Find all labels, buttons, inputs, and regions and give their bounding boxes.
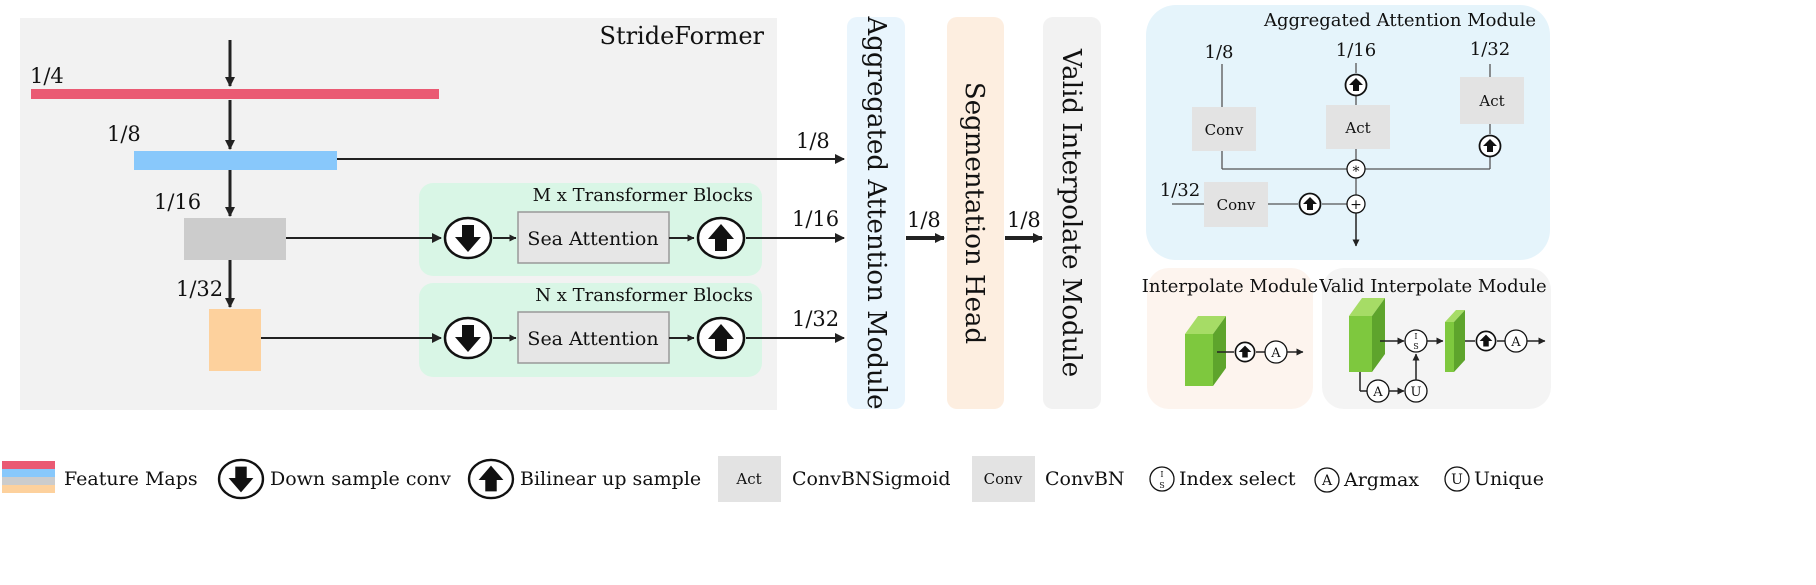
legend-act-box-label: Act [735, 470, 761, 488]
aam-up-icon-1-32 [1478, 134, 1502, 158]
aam-add-symbol: + [1350, 197, 1362, 213]
aggregated-attention-label: Aggregated Attention Module [861, 16, 891, 410]
n-transformer-title: N x Transformer Blocks [535, 285, 753, 306]
sea-attention-label-m: Sea Attention [527, 228, 658, 250]
legend-unique-label: Unique [1474, 468, 1544, 490]
valid-small-feature-block [1445, 310, 1465, 372]
legend-index-icon [1149, 466, 1175, 492]
pipeline-label-1-8-b: 1/8 [1007, 208, 1041, 232]
aam-add-node [1346, 194, 1366, 214]
aam-up-icon-left [1298, 192, 1322, 216]
aam-multiply-node [1346, 159, 1366, 179]
interpolate-feature-block [1185, 316, 1226, 386]
legend-bilinear-icon [467, 458, 515, 500]
legend-bilinear-label: Bilinear up sample [520, 468, 701, 490]
aggregated-attention-block [847, 17, 905, 409]
aam-up-icon-1-16 [1344, 73, 1368, 97]
aam-detail-title: Aggregated Attention Module [1263, 10, 1536, 31]
valid-index-top: I [1414, 332, 1417, 341]
aam-in-1-8: 1/8 [1205, 42, 1234, 63]
legend-down-sample-icon [217, 458, 265, 500]
legend-argmax-label: Argmax [1343, 469, 1419, 491]
sea-attention-label-n: Sea Attention [527, 328, 658, 350]
out-label-1-8: 1/8 [796, 129, 830, 153]
legend-index-top: I [1160, 470, 1163, 479]
legend-unique-icon [1444, 466, 1470, 492]
valid-feature-block [1349, 298, 1385, 372]
out-label-1-32: 1/32 [792, 307, 839, 331]
aam-conv-box-1-32 [1204, 182, 1268, 227]
interpolate-panel: Interpolate Module A [1142, 268, 1318, 409]
down-sample-icon [443, 316, 493, 360]
legend-index-bottom: S [1159, 481, 1164, 490]
strideformer-panel: StrideFormer 1/4 1/8 1/16 1/32 1/8 M x T… [20, 18, 845, 410]
aam-act-label-1-32: Act [1478, 92, 1504, 110]
pipeline: Aggregated Attention Module 1/8 Segmenta… [847, 16, 1101, 410]
legend-conv-box-label: Conv [984, 470, 1023, 488]
aam-act-box-1-32 [1460, 77, 1524, 124]
strideformer-title: StrideFormer [600, 22, 765, 50]
aam-conv-box-1-8 [1192, 107, 1256, 151]
bilinear-up-icon [696, 216, 746, 260]
aam-act-box-1-16 [1326, 105, 1390, 149]
sea-attention-box-n [517, 311, 670, 364]
aam-in-1-32-left: 1/32 [1160, 180, 1200, 201]
aam-in-1-16: 1/16 [1336, 40, 1376, 61]
aam-conv-label-1-32: Conv [1217, 196, 1256, 214]
legend-act-label: ConvBNSigmoid [792, 468, 951, 490]
scale-label-1-16: 1/16 [154, 190, 201, 214]
scale-label-1-8: 1/8 [107, 122, 141, 146]
interp-argmax-letter: A [1270, 346, 1281, 361]
valid-interpolate-label: Valid Interpolate Module [1056, 48, 1086, 377]
interpolate-title: Interpolate Module [1142, 276, 1318, 297]
interp-up-icon [1234, 341, 1256, 363]
valid-interpolate-title: Valid Interpolate Module [1318, 276, 1546, 297]
aam-detail-panel: Aggregated Attention Module 1/8 1/16 1/3… [1146, 5, 1550, 260]
valid-argmax-letter-right: A [1510, 335, 1521, 350]
feature-map-1-32 [209, 309, 261, 371]
m-transformer-title: M x Transformer Blocks [533, 185, 753, 206]
legend-argmax-letter: A [1321, 473, 1333, 489]
legend-conv-box [972, 456, 1035, 502]
valid-up-icon [1475, 330, 1497, 352]
feature-map-1-4 [31, 89, 439, 99]
segmentation-head-label: Segmentation Head [959, 82, 989, 344]
legend: Feature Maps Down sample conv Bilinear u… [2, 456, 1544, 502]
segmentation-head-block [947, 17, 1004, 409]
legend-unique-letter: U [1451, 472, 1463, 488]
valid-argmax-letter-bottom: A [1372, 385, 1383, 400]
valid-index-bottom: S [1413, 342, 1418, 351]
legend-feature-maps-label: Feature Maps [64, 468, 198, 490]
sea-attention-box-m [517, 211, 670, 264]
valid-interpolate-panel: Valid Interpolate Module I S A A U [1318, 268, 1551, 409]
legend-index-label: Index select [1179, 468, 1296, 490]
valid-interpolate-block [1043, 17, 1101, 409]
feature-map-1-8 [134, 151, 337, 170]
pipeline-label-1-8-a: 1/8 [907, 208, 941, 232]
feature-map-1-16 [184, 218, 286, 260]
down-sample-icon [443, 216, 493, 260]
aam-conv-label-1-8: Conv [1205, 121, 1244, 139]
legend-act-box [718, 456, 781, 502]
legend-conv-label: ConvBN [1045, 468, 1125, 490]
valid-unique-letter: U [1411, 385, 1422, 400]
legend-feature-maps-swatch [2, 461, 55, 493]
out-label-1-16: 1/16 [792, 207, 839, 231]
aam-multiply-symbol: * [1353, 164, 1360, 180]
aam-act-label-1-16: Act [1344, 119, 1370, 137]
legend-argmax-icon [1314, 467, 1340, 493]
bilinear-up-icon [696, 316, 746, 360]
aam-in-1-32-top: 1/32 [1470, 39, 1510, 60]
scale-label-1-4: 1/4 [30, 64, 64, 88]
scale-label-1-32: 1/32 [176, 277, 223, 301]
legend-down-sample-label: Down sample conv [270, 468, 451, 490]
